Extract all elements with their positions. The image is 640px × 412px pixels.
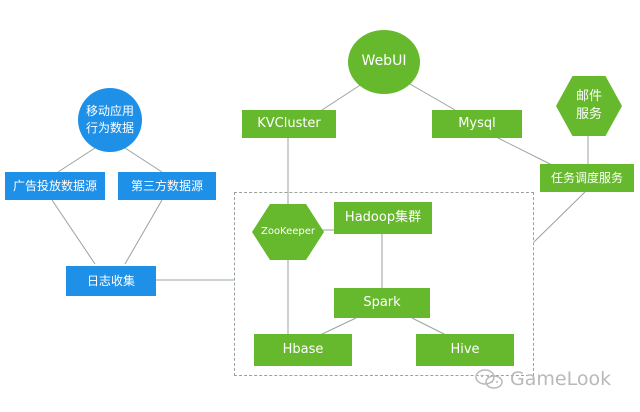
link-mobile-ad	[57, 147, 96, 173]
mail-service-node: 邮件 服务	[556, 76, 622, 136]
spark-node: Spark	[334, 288, 430, 318]
wechat-icon	[475, 369, 503, 389]
link-ad-log	[51, 199, 96, 265]
link-scheduler-group	[533, 191, 586, 243]
kvcluster-node: KVCluster	[242, 110, 336, 138]
watermark-text: GameLook	[510, 368, 612, 390]
hive-node: Hive	[416, 334, 514, 366]
hbase-node: Hbase	[254, 334, 352, 366]
link-spark-hive	[411, 317, 449, 337]
scheduler-node: 任务调度服务	[540, 164, 634, 192]
link-spark-hbase	[317, 317, 357, 337]
ad-source-node: 广告投放数据源	[5, 172, 105, 200]
hadoop-node: Hadoop集群	[334, 202, 432, 234]
link-mysql-scheduler	[497, 137, 553, 166]
cluster-group-box	[234, 192, 534, 376]
mobile-app-node: 移动应用 行为数据	[78, 88, 142, 152]
link-third-log	[124, 199, 163, 265]
third-party-node: 第三方数据源	[118, 172, 216, 200]
webui-node: WebUI	[348, 30, 420, 94]
mysql-node: Mysql	[432, 110, 522, 138]
gamelook-watermark: GameLook	[474, 368, 611, 390]
link-webui-mysql	[402, 79, 456, 111]
log-collect-node: 日志收集	[66, 266, 156, 296]
link-mobile-third	[124, 147, 163, 173]
